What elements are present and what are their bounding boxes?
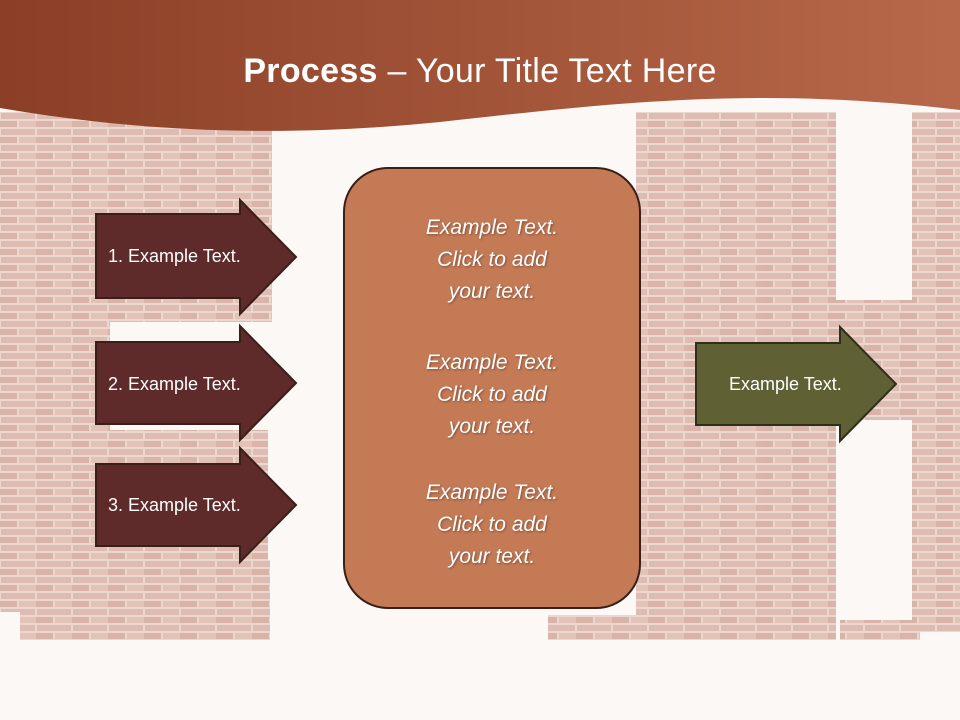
arrow-shape-right xyxy=(695,324,898,444)
arrow-shape-2 xyxy=(95,323,298,443)
page-title: Process – Your Title Text Here xyxy=(0,52,960,91)
center-paragraph-3[interactable]: Example Text. Click to add your text. xyxy=(425,481,559,568)
center-box xyxy=(343,167,641,609)
arrow-label-3[interactable]: 3. Example Text. xyxy=(108,495,241,515)
arrow-label-2[interactable]: 2. Example Text. xyxy=(108,374,241,394)
title-bold: Process xyxy=(243,52,378,90)
header-band xyxy=(0,0,960,131)
right-arrow-label[interactable]: Example Text. xyxy=(729,374,842,394)
title-rest: – Your Title Text Here xyxy=(377,52,717,90)
center-paragraph-2[interactable]: Example Text. Click to add your text. xyxy=(425,351,559,438)
center-paragraph-1[interactable]: Example Text. Click to add your text. xyxy=(425,216,559,303)
arrow-label-1[interactable]: 1. Example Text. xyxy=(108,246,241,266)
arrow-shape-1 xyxy=(95,197,298,317)
arrow-shape-3 xyxy=(95,445,298,565)
